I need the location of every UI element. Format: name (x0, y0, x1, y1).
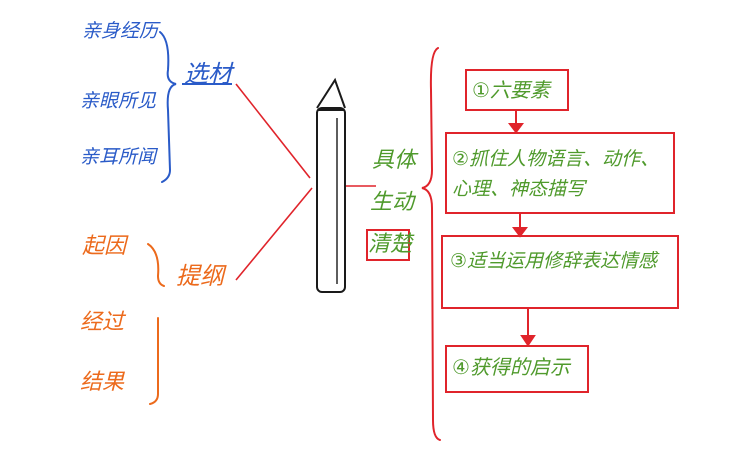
list-item: 亲身经历 (82, 20, 159, 42)
middle-word: 清楚 (368, 232, 413, 257)
list-item: 亲耳所闻 (80, 146, 157, 168)
list-item: 经过 (80, 310, 125, 335)
red-line-bottom (235, 187, 313, 281)
red-bracket (421, 47, 441, 441)
label-tigang: 提纲 (176, 262, 224, 290)
step-box-2 (445, 132, 675, 214)
step-box-4 (445, 345, 589, 393)
pencil-icon (316, 77, 346, 293)
step-3-text: ③适当运用修辞表达情感 (450, 250, 658, 272)
list-item: 结果 (80, 370, 125, 395)
list-item: 亲眼所见 (80, 90, 157, 112)
red-line-top (235, 83, 311, 179)
highlight-box (366, 229, 410, 261)
label-xuancai: 选材 (184, 60, 232, 88)
arrows (508, 110, 536, 347)
middle-word: 具体 (372, 148, 417, 173)
step-4-text: ④获得的启示 (452, 355, 570, 379)
list-item: 起因 (82, 234, 127, 259)
step-1-text: ①六要素 (472, 78, 550, 102)
step-2-text: ②抓住人物语言、动作、心理、神态描写 (452, 148, 660, 200)
middle-word: 生动 (370, 190, 415, 215)
blue-brace (159, 31, 177, 183)
orange-brace (147, 243, 165, 405)
step-box-3 (441, 235, 679, 309)
